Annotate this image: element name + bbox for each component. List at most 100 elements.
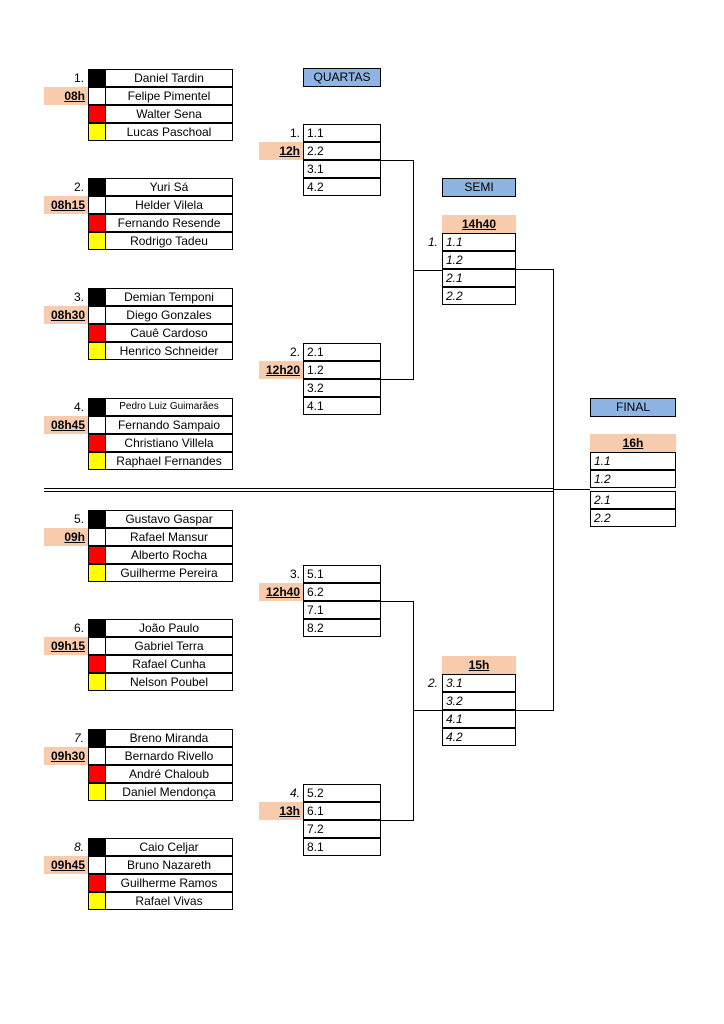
color-box-white xyxy=(88,856,106,874)
bracket-line xyxy=(381,601,414,602)
group-time: 09h xyxy=(44,528,88,546)
match-slot: 6.2 xyxy=(303,583,381,601)
divider-line xyxy=(44,488,554,489)
color-box-red xyxy=(88,434,106,452)
match-time: 12h40 xyxy=(259,583,303,601)
match-slot: 7.1 xyxy=(303,601,381,619)
color-box-red xyxy=(88,105,106,123)
color-box-red xyxy=(88,214,106,232)
player-name: André Chaloub xyxy=(105,765,233,783)
player-name: Rafael Cunha xyxy=(105,655,233,673)
player-name: Guilherme Pereira xyxy=(105,564,233,582)
match-slot: 4.2 xyxy=(442,728,516,746)
match-slot: 1.1 xyxy=(442,233,516,251)
color-box-red xyxy=(88,546,106,564)
color-box-yellow xyxy=(88,783,106,801)
match-slot: 2.1 xyxy=(303,343,381,361)
bracket-line xyxy=(516,710,554,711)
match-slot: 4.1 xyxy=(303,397,381,415)
color-box-white xyxy=(88,306,106,324)
player-name: Fernando Sampaio xyxy=(105,416,233,434)
match-slot: 3.1 xyxy=(442,674,516,692)
player-name: Rafael Vivas xyxy=(105,892,233,910)
player-name: Felipe Pimentel xyxy=(105,87,233,105)
match-slot: 2.1 xyxy=(590,491,676,509)
color-box-red xyxy=(88,324,106,342)
group-time: 09h45 xyxy=(44,856,88,874)
player-name: Daniel Tardin xyxy=(105,69,233,87)
match-time: 14h40 xyxy=(442,215,516,233)
match-number: 2. xyxy=(289,345,300,359)
quartas-header: QUARTAS xyxy=(303,68,381,87)
semi-header: SEMI xyxy=(442,178,516,197)
player-name: Guilherme Ramos xyxy=(105,874,233,892)
match-slot: 1.1 xyxy=(303,124,381,142)
player-name: João Paulo xyxy=(105,619,233,637)
match-slot: 2.2 xyxy=(442,287,516,305)
match-time: 12h xyxy=(259,142,303,160)
color-box-red xyxy=(88,765,106,783)
match-slot: 3.2 xyxy=(303,379,381,397)
player-name: Daniel Mendonça xyxy=(105,783,233,801)
match-slot: 4.2 xyxy=(303,178,381,196)
match-number: 1. xyxy=(427,235,438,249)
bracket-line xyxy=(381,160,414,161)
group-number: 7. xyxy=(73,731,84,745)
group-time: 08h15 xyxy=(44,196,88,214)
match-number: 1. xyxy=(289,126,300,140)
color-box-black xyxy=(88,398,106,416)
player-name: Caio Celjar xyxy=(105,838,233,856)
bracket-line xyxy=(553,489,590,490)
player-name: Bernardo Rivello xyxy=(105,747,233,765)
color-box-white xyxy=(88,416,106,434)
player-name: Diego Gonzales xyxy=(105,306,233,324)
color-box-white xyxy=(88,196,106,214)
match-time: 12h20 xyxy=(259,361,303,379)
color-box-red xyxy=(88,655,106,673)
color-box-black xyxy=(88,178,106,196)
match-slot: 6.1 xyxy=(303,802,381,820)
player-name: Fernando Resende xyxy=(105,214,233,232)
match-slot: 5.1 xyxy=(303,565,381,583)
color-box-yellow xyxy=(88,673,106,691)
match-slot: 2.1 xyxy=(442,269,516,287)
match-slot: 1.2 xyxy=(442,251,516,269)
player-name: Helder Vilela xyxy=(105,196,233,214)
group-number: 8. xyxy=(73,840,84,854)
group-number: 4. xyxy=(73,400,84,414)
player-name: Walter Sena xyxy=(105,105,233,123)
bracket-line xyxy=(553,269,554,711)
color-box-white xyxy=(88,747,106,765)
color-box-red xyxy=(88,874,106,892)
player-name: Breno Miranda xyxy=(105,729,233,747)
color-box-yellow xyxy=(88,452,106,470)
color-box-black xyxy=(88,729,106,747)
player-name: Yuri Sá xyxy=(105,178,233,196)
player-name: Bruno Nazareth xyxy=(105,856,233,874)
color-box-black xyxy=(88,619,106,637)
color-box-yellow xyxy=(88,564,106,582)
divider-line xyxy=(44,491,554,492)
match-number: 4. xyxy=(289,786,300,800)
match-number: 3. xyxy=(289,567,300,581)
player-name: Lucas Paschoal xyxy=(105,123,233,141)
group-time: 08h xyxy=(44,87,88,105)
player-name: Rafael Mansur xyxy=(105,528,233,546)
player-name: Rodrigo Tadeu xyxy=(105,232,233,250)
match-slot: 4.1 xyxy=(442,710,516,728)
bracket-line xyxy=(381,379,414,380)
color-box-black xyxy=(88,288,106,306)
color-box-yellow xyxy=(88,342,106,360)
player-name: Christiano Villela xyxy=(105,434,233,452)
match-slot: 1.1 xyxy=(590,452,676,470)
group-number: 3. xyxy=(73,290,84,304)
color-box-yellow xyxy=(88,892,106,910)
bracket-line xyxy=(413,710,442,711)
group-time: 08h30 xyxy=(44,306,88,324)
color-box-white xyxy=(88,528,106,546)
final-time: 16h xyxy=(590,434,676,452)
player-name: Pedro Luiz Guimarães xyxy=(105,398,233,416)
group-time: 09h30 xyxy=(44,747,88,765)
match-slot: 2.2 xyxy=(303,142,381,160)
final-header: FINAL xyxy=(590,398,676,417)
